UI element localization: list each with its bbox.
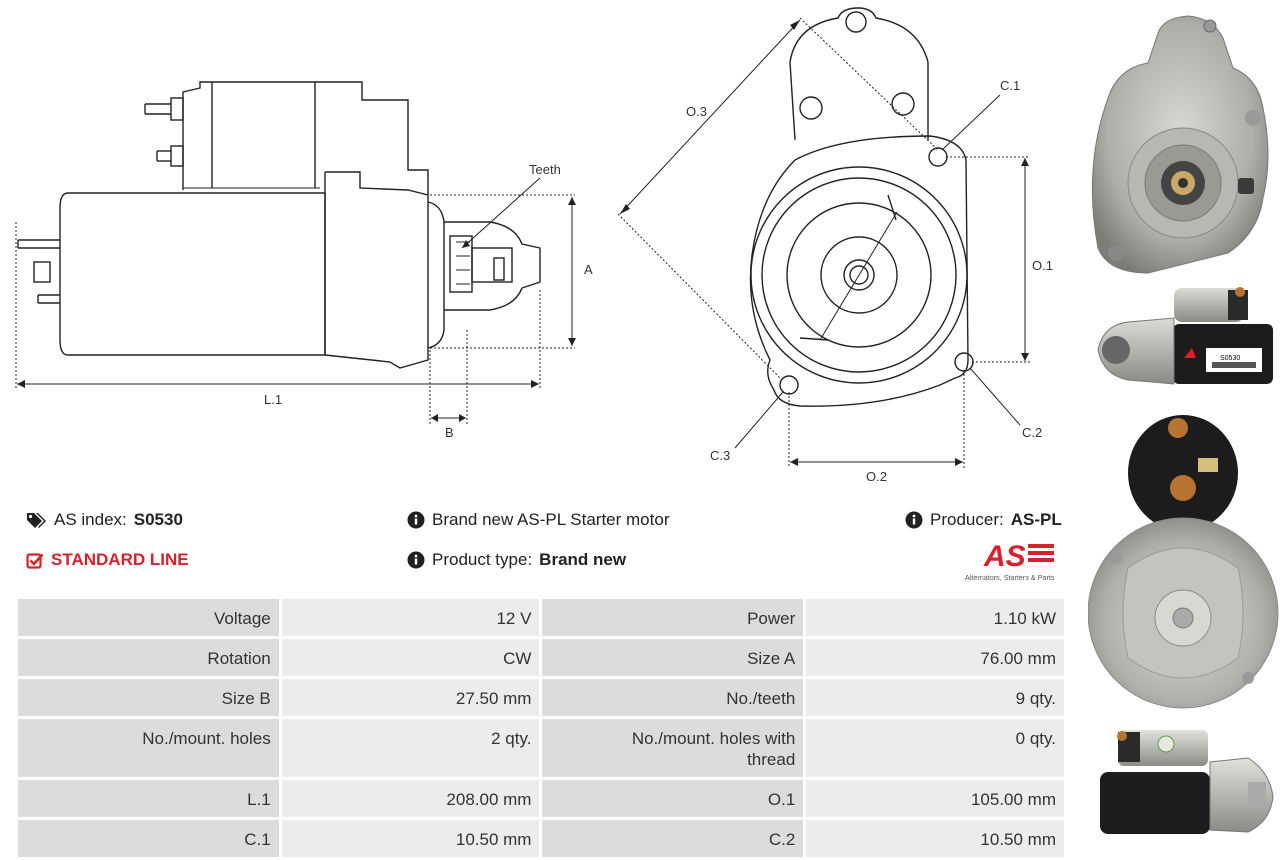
- spec-label: C.2: [542, 820, 804, 857]
- spec-label: No./mount. holes: [18, 719, 279, 777]
- spec-label: L.1: [18, 780, 279, 817]
- logo-mark: AS: [983, 540, 1026, 573]
- label-c1: C.1: [1000, 78, 1020, 93]
- as-index-value: S0530: [133, 510, 183, 529]
- spec-value: 105.00 mm: [806, 780, 1064, 817]
- table-row: No./mount. holes 2 qty. No./mount. holes…: [18, 719, 1064, 777]
- spec-label: Size A: [542, 639, 804, 676]
- product-type-value: Brand new: [539, 550, 627, 569]
- as-pl-logo: AS Alternators, Starters & Parts: [965, 540, 1055, 582]
- product-description: Brand new AS-PL Starter motor: [407, 510, 669, 530]
- producer: Producer: AS-PL: [905, 510, 1062, 530]
- spec-label: No./teeth: [542, 679, 804, 716]
- product-type: Product type: Brand new: [407, 550, 626, 570]
- standard-line-label: STANDARD LINE: [51, 550, 189, 569]
- as-index: AS index: S0530: [26, 510, 183, 530]
- label-a: A: [584, 262, 593, 277]
- spec-label: Voltage: [18, 599, 279, 636]
- label-c2: C.2: [1022, 425, 1042, 440]
- label-o2: O.2: [866, 469, 887, 484]
- technical-drawing: Teeth A L.1 B: [15, 7, 1053, 484]
- table-row: Rotation CW Size A 76.00 mm: [18, 639, 1064, 676]
- spec-label: Size B: [18, 679, 279, 716]
- spec-value: 9 qty.: [806, 679, 1064, 716]
- spec-value: 10.50 mm: [281, 820, 540, 857]
- label-b: B: [445, 425, 454, 440]
- info-icon: [407, 511, 425, 529]
- producer-label: Producer:: [930, 510, 1004, 529]
- logo-tagline: Alternators, Starters & Parts: [965, 573, 1055, 582]
- label-c3: C.3: [710, 448, 730, 463]
- standard-line-badge: STANDARD LINE: [26, 550, 189, 570]
- description-text: Brand new AS-PL Starter motor: [432, 510, 670, 529]
- label-o1: O.1: [1032, 258, 1053, 273]
- product-photo-rear: [1088, 415, 1279, 709]
- spec-value: 76.00 mm: [806, 639, 1064, 676]
- spec-value: 208.00 mm: [281, 780, 540, 817]
- table-row: L.1 208.00 mm O.1 105.00 mm: [18, 780, 1064, 817]
- label-o3: O.3: [686, 104, 707, 119]
- producer-value: AS-PL: [1010, 510, 1062, 529]
- spec-value: 10.50 mm: [806, 820, 1064, 857]
- table-row: Size B 27.50 mm No./teeth 9 qty.: [18, 679, 1064, 716]
- product-photo-front: [1091, 15, 1269, 274]
- spec-value: 1.10 kW: [806, 599, 1064, 636]
- product-type-label: Product type:: [432, 550, 533, 569]
- front-view: [617, 7, 1030, 468]
- info-icon: [905, 511, 923, 529]
- tags-icon: [26, 512, 47, 529]
- label-l1: L.1: [264, 392, 282, 407]
- spec-value: 12 V: [281, 599, 540, 636]
- spec-table: Voltage 12 V Power 1.10 kW Rotation CW S…: [15, 596, 1067, 860]
- spec-value: 2 qty.: [281, 719, 540, 777]
- spec-value: CW: [281, 639, 540, 676]
- as-index-label: AS index:: [54, 510, 127, 529]
- photo-label-text: S0530: [1220, 355, 1240, 362]
- product-photo-top: [1100, 730, 1274, 834]
- spec-value: 27.50 mm: [281, 679, 540, 716]
- spec-label: Power: [542, 599, 804, 636]
- table-row: C.1 10.50 mm C.2 10.50 mm: [18, 820, 1064, 857]
- info-icon: [407, 551, 425, 569]
- product-photo-side: S0530: [1097, 287, 1273, 385]
- checkbox-checked-icon: [26, 552, 44, 569]
- spec-label: O.1: [542, 780, 804, 817]
- table-row: Voltage 12 V Power 1.10 kW: [18, 599, 1064, 636]
- spec-label: C.1: [18, 820, 279, 857]
- side-view: [15, 81, 576, 425]
- label-teeth: Teeth: [529, 162, 561, 177]
- spec-label: No./mount. holes with thread: [542, 719, 804, 777]
- spec-label: Rotation: [18, 639, 279, 676]
- spec-value: 0 qty.: [806, 719, 1064, 777]
